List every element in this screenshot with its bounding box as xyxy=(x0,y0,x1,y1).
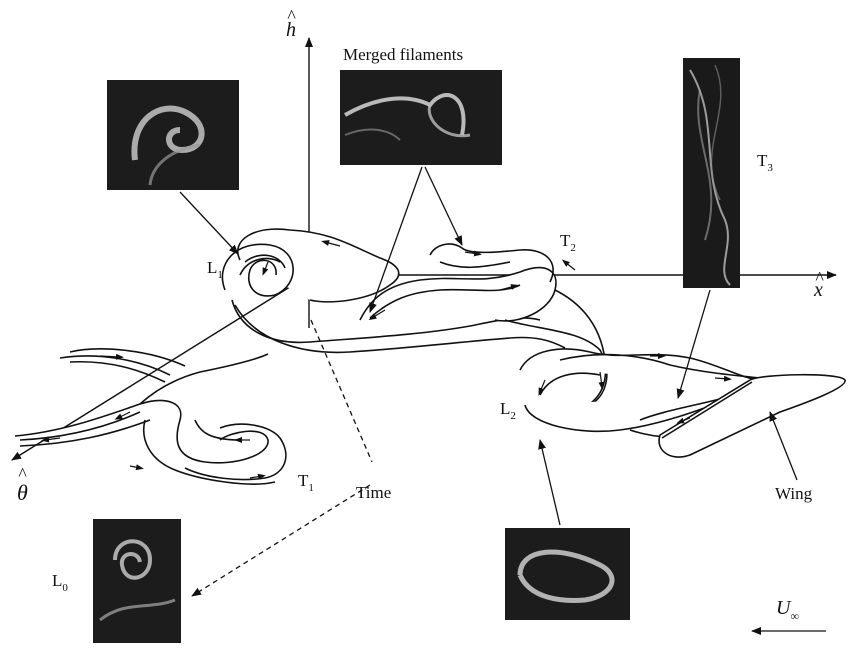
L1-label: L1 xyxy=(207,258,223,281)
axis-h-label: h xyxy=(286,19,296,41)
ribbon-L1 xyxy=(222,229,398,302)
time-label: Time xyxy=(356,483,391,502)
u-infinity-label: U∞ xyxy=(776,597,799,623)
photo-merged-filaments xyxy=(340,70,502,165)
wing-label: Wing xyxy=(775,484,813,503)
axis-x-label: x xyxy=(813,279,823,301)
T1-label: T1 xyxy=(298,471,314,494)
photo-L0 xyxy=(93,519,181,643)
wing xyxy=(659,375,845,457)
photo-L1 xyxy=(107,80,239,190)
L2-label: L2 xyxy=(500,399,516,422)
T3-label: T3 xyxy=(757,151,773,174)
axis-theta-label: θ xyxy=(17,480,28,505)
T2-label: T2 xyxy=(560,231,576,254)
photo-T3 xyxy=(683,58,740,288)
L0-label: L0 xyxy=(52,571,68,594)
photo-L2 xyxy=(505,528,630,620)
merged-filaments-label: Merged filaments xyxy=(343,45,463,64)
